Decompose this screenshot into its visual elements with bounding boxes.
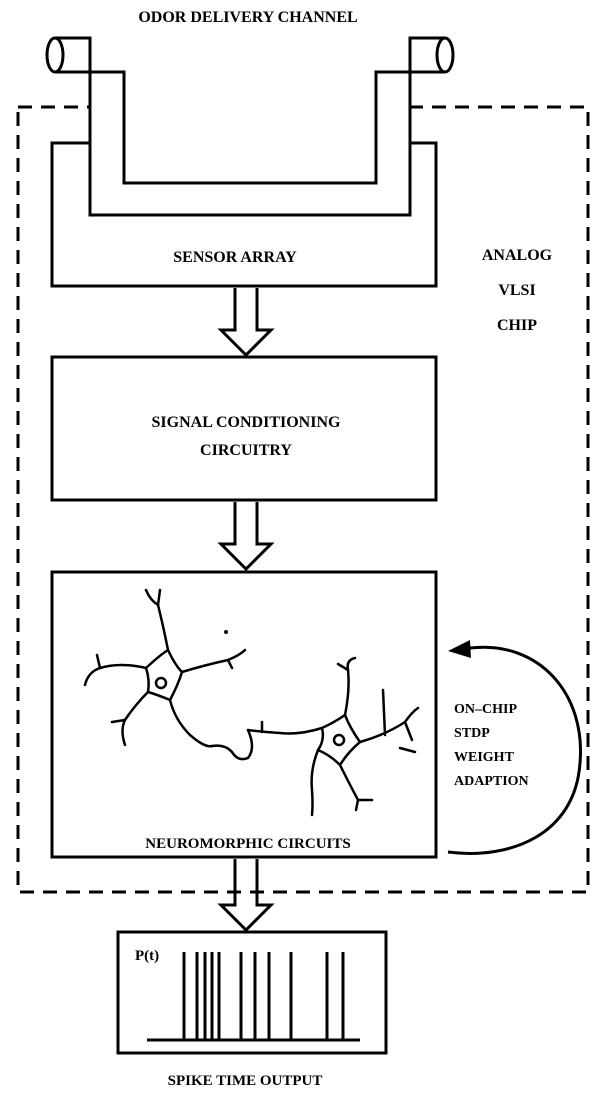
stdp-label-line2: STDP (454, 726, 490, 741)
neuromorphic-label: NEUROMORPHIC CIRCUITS (145, 836, 350, 852)
arrow-neuromorphic-to-output (217, 859, 275, 933)
spike-output-label: SPIKE TIME OUTPUT (168, 1073, 323, 1089)
neuromorphic-box (50, 570, 438, 859)
stdp-feedback-arrowhead (448, 640, 471, 658)
neuron-illustration-2 (246, 656, 420, 817)
signal-conditioning-box (50, 355, 438, 502)
spike-train (147, 952, 360, 1042)
odor-channel-tube (45, 36, 455, 217)
arrow-signal-to-neuromorphic (217, 502, 275, 572)
stdp-label-line4: ADAPTION (454, 774, 529, 789)
chip-label-line3: CHIP (497, 317, 537, 334)
spike-axis-label: P(t) (135, 948, 159, 964)
arrow-sensor-to-signal (217, 288, 275, 358)
chip-label-line2: VLSI (498, 282, 535, 299)
synapse-connection (210, 728, 254, 761)
odor-channel-title: ODOR DELIVERY CHANNEL (138, 9, 357, 26)
stdp-label-line1: ON–CHIP (454, 702, 517, 717)
chip-label-line1: ANALOG (482, 247, 553, 264)
stdp-feedback-loop (447, 645, 583, 855)
stdp-label-line3: WEIGHT (454, 750, 515, 765)
signal-conditioning-label-line1: SIGNAL CONDITIONING (152, 414, 341, 431)
spike-output-box (116, 930, 388, 1055)
sensor-array-label: SENSOR ARRAY (173, 249, 297, 266)
neuron-illustration-1 (83, 588, 247, 748)
signal-conditioning-label-line2: CIRCUITRY (200, 442, 292, 459)
